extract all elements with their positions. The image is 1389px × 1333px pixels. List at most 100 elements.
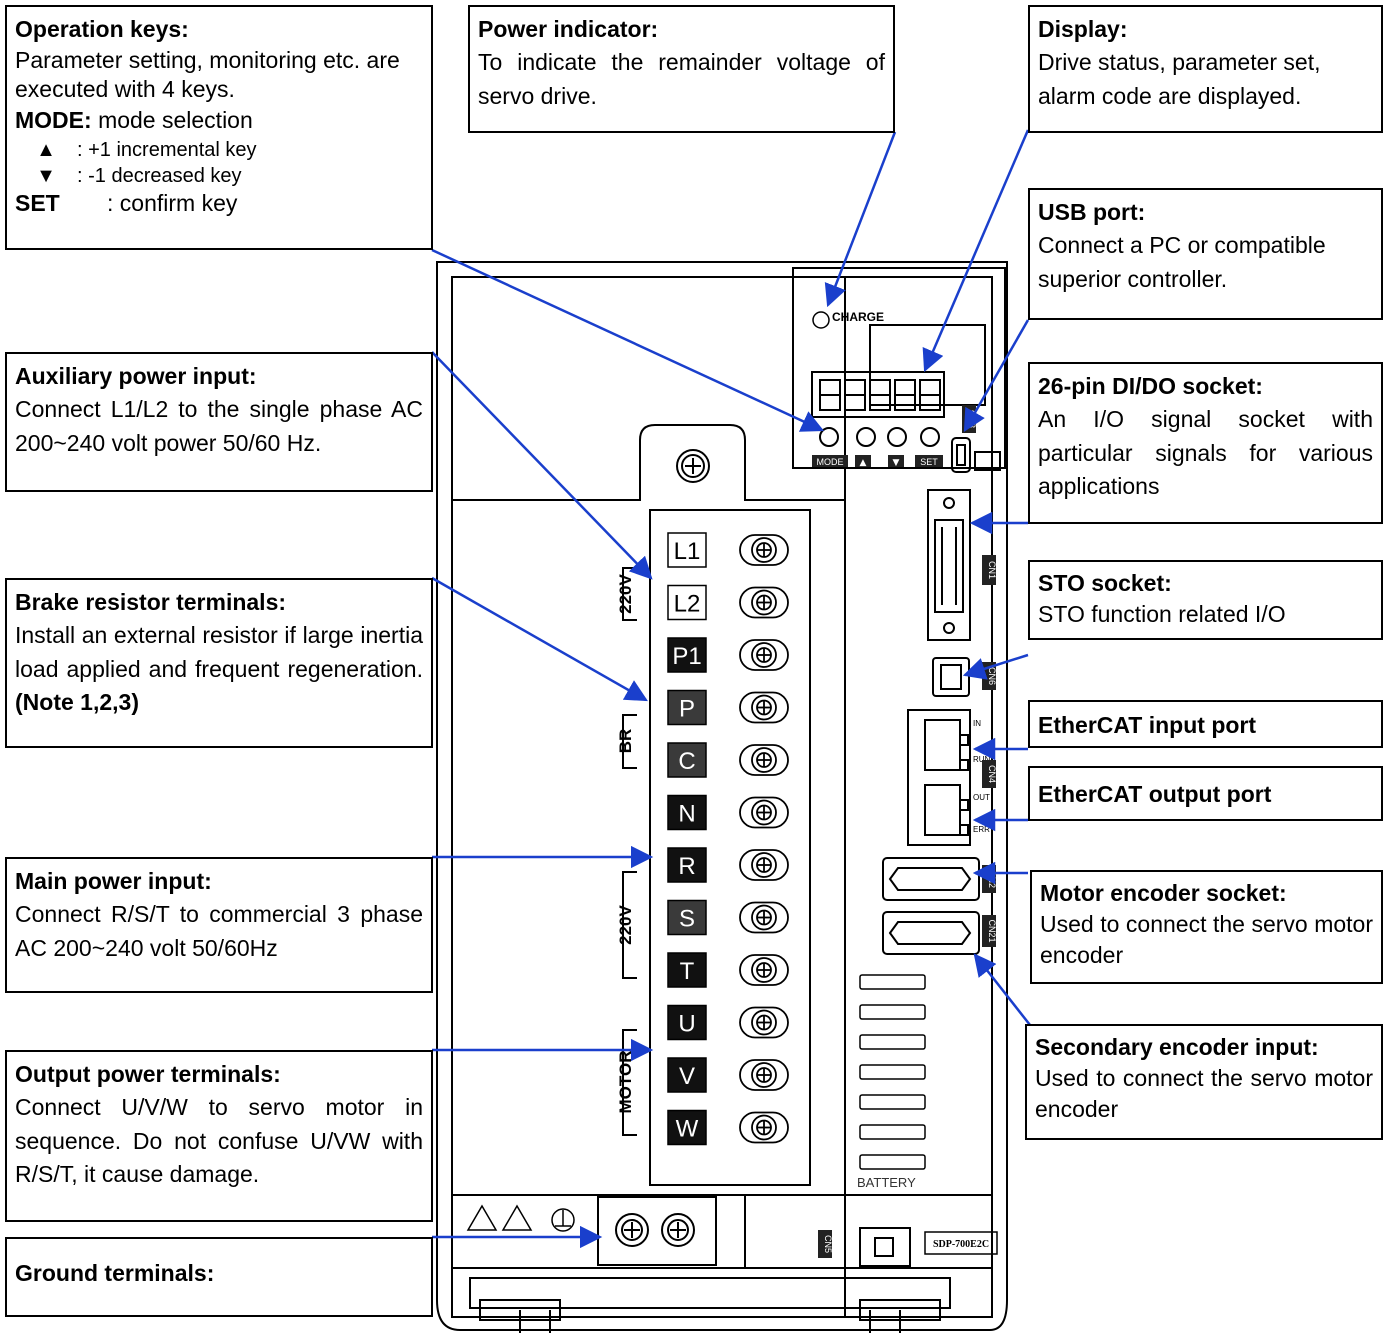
terminal-v-screw	[739, 1059, 789, 1091]
arrow-power-indicator	[824, 131, 897, 308]
arrow-secondary-encoder	[973, 953, 1031, 1026]
terminal-r-label: R	[678, 853, 695, 880]
terminal-group-labels: 220V BR 220V MOTOR	[616, 573, 635, 1113]
terminal-r-plate	[667, 847, 707, 883]
callout-ethercat-out: EtherCAT output port	[1028, 766, 1383, 821]
arrow-operation-keys	[431, 248, 825, 432]
arrow-display	[922, 129, 1030, 373]
callout-ground: Ground terminals:	[5, 1237, 433, 1317]
terminal-p-screw	[739, 691, 789, 724]
bottom-panel	[452, 1194, 992, 1269]
terminal-v-label: V	[679, 1063, 695, 1090]
charge-label: CHARGE	[832, 310, 884, 324]
down-key-row: ▼: -1 decreased key	[36, 165, 242, 188]
up-key-row: ▲: +1 incremental key	[36, 139, 257, 162]
cn21-tag: CN21	[982, 915, 997, 947]
callout-brake-resistor: Brake resistor terminals: Install an ext…	[5, 578, 433, 748]
terminal-t-label: T	[680, 958, 695, 985]
terminal-c-label: C	[678, 748, 695, 775]
terminal-p1-plate	[667, 637, 707, 673]
terminal-u-label: U	[678, 1011, 695, 1038]
operation-keys-text: Parameter setting, monitoring etc. are e…	[15, 47, 400, 103]
terminal-r-screw	[739, 849, 789, 881]
terminal-l1-plate	[667, 532, 707, 568]
terminal-l2-screw	[739, 586, 789, 619]
set-key-row: SET: confirm key	[15, 190, 238, 217]
key-label-down: ▼	[893, 458, 900, 468]
svg-text:CN4: CN4	[987, 765, 997, 783]
terminal-s-label: S	[679, 906, 695, 933]
terminal-l1-screw	[739, 534, 789, 566]
cn1-tag: CN1	[982, 555, 997, 585]
terminal-p1-label: P1	[672, 643, 701, 670]
terminal-n-plate	[667, 794, 707, 831]
operation-key-buttons	[819, 427, 940, 447]
terminal-l2-plate	[667, 584, 707, 621]
ground-screws	[615, 1213, 695, 1247]
battery-label: BATTERY	[857, 1175, 916, 1190]
cn2-tag: CN2	[982, 865, 997, 893]
svg-text:CN21: CN21	[987, 919, 997, 942]
terminal-n-label: N	[678, 801, 695, 828]
terminal-c-screw	[739, 744, 789, 776]
svg-text:ERR: ERR	[973, 825, 990, 834]
usb-port	[951, 437, 1001, 473]
warning-icons	[466, 1204, 575, 1232]
arrow-usb-port	[963, 319, 1030, 432]
cn5-tag: CN5	[818, 1230, 833, 1258]
dido-connector	[927, 489, 971, 641]
terminal-u-plate	[667, 1004, 707, 1041]
terminal-t-screw	[739, 954, 789, 986]
vent-slots	[859, 974, 926, 1170]
svg-text:IN: IN	[973, 719, 981, 728]
svg-text:SDP-700E2C: SDP-700E2C	[933, 1239, 989, 1250]
callout-display: Display: Drive status, parameter set, al…	[1028, 5, 1383, 133]
arrow-aux-power	[431, 351, 653, 580]
label-220v-main: 220V	[616, 904, 635, 944]
callout-power-indicator: Power indicator: To indicate the remaind…	[468, 5, 895, 133]
terminal-v-plate	[667, 1057, 707, 1093]
callout-arrows	[431, 129, 1031, 1249]
key-label-up: ▲	[860, 458, 867, 468]
mode-key-row: MODE: mode selection	[15, 106, 253, 133]
terminal-l2-label: L2	[674, 591, 701, 618]
terminal-w-label: W	[676, 1116, 699, 1143]
callout-aux-power: Auxiliary power input: Connect L1/L2 to …	[5, 352, 433, 492]
key-label-set: SET	[920, 457, 938, 467]
callout-ethercat-in: EtherCAT input port	[1028, 700, 1383, 748]
label-220v-aux: 220V	[616, 573, 635, 613]
drive-base	[469, 1277, 951, 1333]
secondary-encoder-connector	[882, 911, 980, 955]
svg-text:CN5: CN5	[823, 1235, 833, 1253]
terminal-c-plate	[667, 742, 707, 778]
terminal-p-plate	[667, 689, 707, 726]
callout-secondary-encoder: Secondary encoder input: Used to connect…	[1025, 1024, 1383, 1140]
motor-encoder-connector	[882, 857, 980, 901]
svg-text:CN6: CN6	[987, 667, 997, 685]
arrow-sto-socket	[962, 653, 1029, 680]
cn4-tag: CN4	[982, 760, 997, 788]
cn5-connector	[859, 1227, 911, 1267]
svg-text:OUT: OUT	[973, 793, 990, 802]
terminal-p1-screw	[739, 639, 789, 671]
operation-keys-title: Operation keys:	[15, 16, 189, 42]
drive-housing	[436, 261, 1008, 1331]
callout-sto-socket: STO socket: STO function related I/O	[1028, 560, 1383, 640]
terminal-u-screw	[739, 1006, 789, 1039]
terminal-p-label: P	[679, 696, 695, 723]
led-display	[811, 371, 945, 418]
callout-usb-port: USB port: Connect a PC or compatible sup…	[1028, 188, 1383, 320]
charge-indicator: CHARGE	[812, 310, 884, 329]
label-motor: MOTOR	[616, 1051, 635, 1114]
sto-connector	[932, 657, 970, 697]
model-plate: SDP-700E2C	[924, 1231, 998, 1255]
arrow-brake-resistor	[431, 576, 648, 702]
terminal-l1-label: L1	[674, 538, 701, 565]
terminal-s-screw	[739, 901, 789, 934]
ethercat-ports	[907, 709, 971, 846]
operation-key-labels: MODE ▲ ▼ SET	[812, 455, 943, 468]
brake-resistor-note: (Note 1,2,3)	[15, 689, 139, 716]
callout-main-power: Main power input: Connect R/S/T to comme…	[5, 857, 433, 993]
svg-text:CN1: CN1	[987, 561, 997, 579]
terminal-w-plate	[667, 1109, 707, 1146]
